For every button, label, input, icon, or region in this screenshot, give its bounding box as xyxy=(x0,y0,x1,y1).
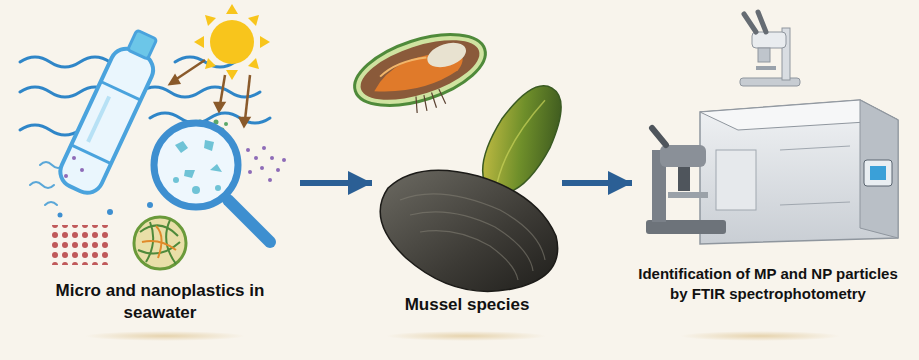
caption-text: Mussel species xyxy=(372,294,562,316)
caption-text: Micro and nanoplastics in seawater xyxy=(20,280,300,324)
flow-arrow xyxy=(562,180,632,186)
panel: Identification of MP and NP particles by… xyxy=(632,8,904,333)
caption-text: Identification of MP and NP particles by… xyxy=(632,264,904,303)
panel: Mussel species xyxy=(372,8,562,333)
flow-arrow xyxy=(300,180,372,186)
panel: Micro and nanoplastics in seawater xyxy=(20,8,300,333)
